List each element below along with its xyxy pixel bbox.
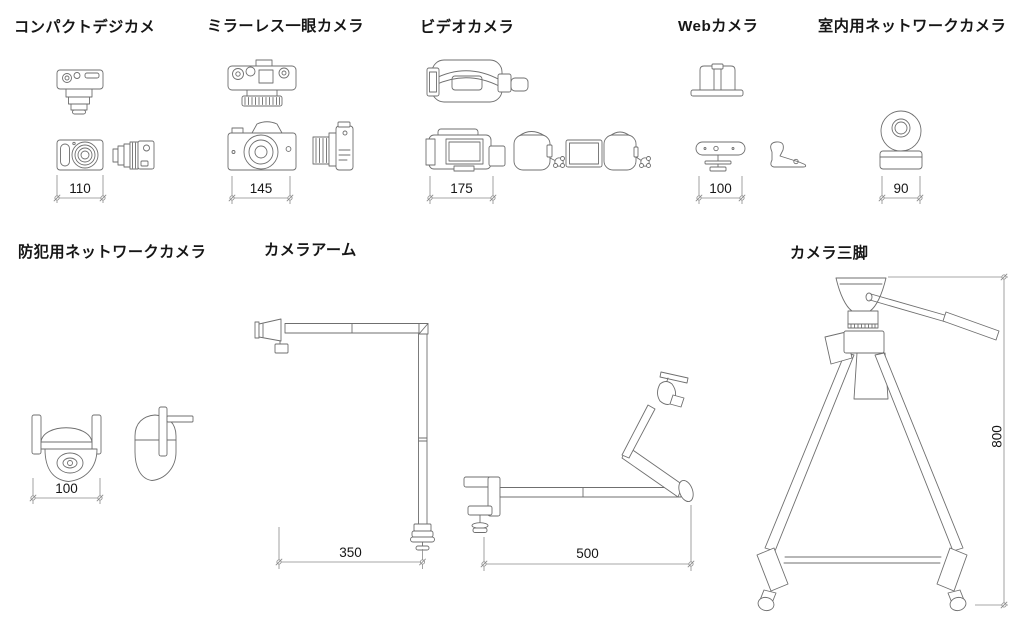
compact-camera-top-view	[56, 69, 104, 115]
label-camera-arm: カメラアーム	[264, 242, 357, 259]
label-video-camera: ビデオカメラ	[420, 19, 515, 36]
dim-value-webcam: 100	[709, 181, 732, 196]
video-camera-dimension	[426, 176, 497, 204]
video-camera-rear-open-view	[565, 131, 651, 171]
web-camera-drawing	[690, 63, 807, 204]
label-mirrorless-camera: ミラーレス一眼カメラ	[207, 18, 364, 35]
web-camera-side-view	[770, 141, 807, 168]
tripod-pan-handle	[865, 292, 1000, 341]
tripod-height-dimension	[888, 273, 1008, 609]
security-camera-front-view	[31, 414, 102, 482]
web-camera-dimension	[695, 176, 746, 204]
label-web-camera: Webカメラ	[678, 18, 759, 35]
tripod-left-leg	[764, 352, 855, 552]
compact-camera-drawing	[53, 69, 155, 203]
dim-value-compact: 110	[69, 181, 91, 196]
security-camera-side-view	[134, 406, 194, 481]
mirrorless-camera-top-view	[227, 59, 297, 107]
dim-value-security: 100	[55, 481, 78, 496]
camera-arm-desk-clamp-type	[463, 371, 694, 533]
label-camera-tripod: カメラ三脚	[790, 245, 869, 262]
dim-value-video: 175	[450, 181, 473, 196]
mirrorless-camera-side-view	[312, 121, 354, 171]
camera-arm-l-shape	[254, 318, 435, 551]
camera-arm-clamp-dimension	[480, 505, 695, 571]
indoor-network-camera-front-view	[879, 110, 923, 170]
dim-value-arm-350: 350	[339, 545, 362, 560]
camera-arm-drawing	[254, 318, 695, 571]
dim-value-tripod: 800	[989, 425, 1005, 448]
mirrorless-camera-dimension	[228, 176, 294, 204]
tripod-right-leg	[874, 352, 964, 552]
web-camera-front-view	[695, 141, 746, 172]
dim-value-mirrorless: 145	[249, 181, 273, 196]
tripod-mount-block	[847, 310, 879, 329]
camera-tripod-drawing	[756, 273, 1008, 612]
video-camera-side-view	[425, 128, 506, 172]
tripod-leg-locks-and-feet	[756, 547, 968, 612]
indoor-network-camera-drawing	[878, 110, 924, 204]
mirrorless-camera-drawing	[227, 59, 354, 204]
video-camera-drawing	[425, 59, 651, 204]
web-camera-top-view	[690, 63, 744, 97]
video-camera-rear-view	[513, 131, 565, 171]
security-network-camera-drawing	[29, 406, 194, 504]
mirrorless-camera-front-view	[227, 121, 297, 171]
security-camera-dimension	[29, 478, 104, 504]
label-indoor-network-camera: 室内用ネットワークカメラ	[818, 18, 1007, 35]
dim-value-indoor: 90	[893, 181, 909, 196]
label-compact-digital-camera: コンパクトデジカメ	[14, 19, 156, 36]
tripod-head-cup	[835, 277, 887, 312]
dim-value-arm-500: 500	[576, 546, 599, 561]
video-camera-top-view	[426, 59, 529, 103]
indoor-network-camera-dimension	[878, 176, 924, 204]
compact-camera-dimension	[53, 175, 107, 203]
compact-camera-front-view	[56, 139, 104, 171]
label-security-network-camera: 防犯用ネットワークカメラ	[18, 244, 207, 261]
camera-arm-l-dimension	[275, 527, 427, 569]
tripod-spider-block	[843, 330, 885, 354]
compact-camera-side-view	[112, 140, 155, 170]
